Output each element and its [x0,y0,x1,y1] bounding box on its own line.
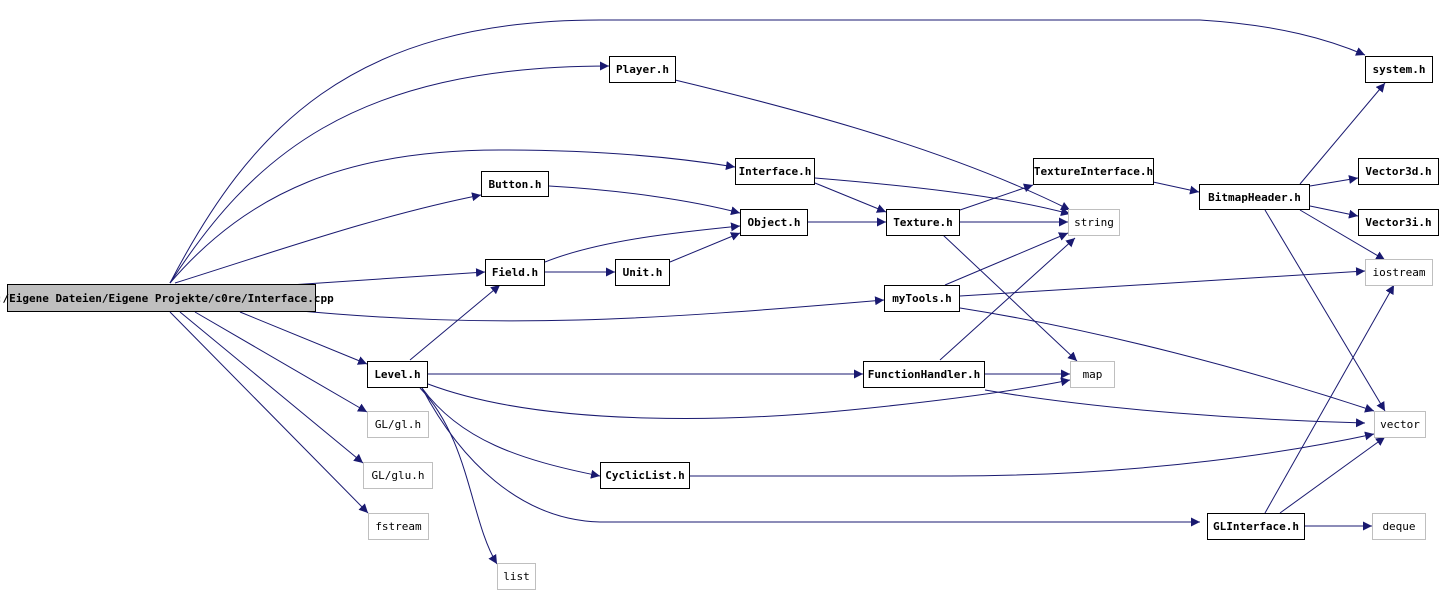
node-vector3i-h[interactable]: Vector3i.h [1358,209,1439,236]
edge-bitmapheader-system [1299,82,1386,185]
node-interface-cpp: E:/Eigene Dateien/Eigene Projekte/c0re/I… [0,284,334,312]
edge-level-field [409,284,501,361]
edge-glinterface-iostream [1264,284,1395,514]
node-texture-h[interactable]: Texture.h [886,209,960,236]
edge-mytools-vector [959,307,1375,413]
node-player-h[interactable]: Player.h [609,56,676,83]
edge-texture-map [942,234,1078,362]
edge-cycliclist-vector [690,431,1375,477]
node-mytools-h[interactable]: myTools.h [884,285,960,312]
edge-functionhandler-vector [984,389,1366,428]
edge-player-string [674,79,1071,211]
node-functionhandler-h[interactable]: FunctionHandler.h [863,361,985,388]
node-vector3d-h[interactable]: Vector3d.h [1358,158,1439,185]
node-gl-glu-h: GL/glu.h [363,462,433,489]
edge-interface-string [814,177,1071,216]
node-iostream: iostream [1365,259,1433,286]
edge-button-object [548,185,741,216]
edge-root-glu [179,311,364,464]
edge-texture-textureinterface [959,183,1034,211]
edge-bitmapheader-vector3i [1309,205,1359,219]
edge-root-field [289,268,486,286]
edge-root-system [169,19,1366,284]
edge-level-glinterface [421,387,1200,527]
edge-root-fstream [169,311,369,514]
node-cycliclist-h[interactable]: CyclicList.h [600,462,690,489]
node-button-h[interactable]: Button.h [481,171,549,197]
node-map: map [1070,361,1115,388]
node-level-h[interactable]: Level.h [367,361,428,388]
node-field-h[interactable]: Field.h [485,259,545,286]
node-gl-gl-h: GL/gl.h [367,411,429,438]
node-bitmapheader-h[interactable]: BitmapHeader.h [1199,184,1310,210]
node-list: list [497,563,536,590]
edge-root-button [174,192,482,284]
node-vector: vector [1374,411,1426,438]
edge-root-player [169,61,610,284]
edge-field-object [544,222,741,263]
node-textureinterface-h[interactable]: TextureInterface.h [1033,158,1154,185]
node-interface-h[interactable]: Interface.h [735,158,815,185]
node-system-h[interactable]: system.h [1365,56,1433,83]
edge-level-cycliclist [421,387,601,479]
node-fstream: fstream [368,513,429,540]
edge-bitmapheader-vector3d [1309,175,1359,187]
edge-root-interface [169,149,736,284]
edge-mytools-string [944,232,1069,286]
node-deque: deque [1372,513,1426,540]
edge-textureinterface-bitmapheader [1152,181,1200,195]
edge-unit-object [669,232,741,263]
edge-bitmapheader-iostream [1299,209,1386,261]
edge-root-gl [194,311,368,413]
edge-bitmapheader-vector [1264,209,1386,412]
edge-mytools-iostream [959,267,1366,297]
edge-root-mytools [289,296,885,322]
node-object-h[interactable]: Object.h [740,209,808,236]
node-glinterface-h[interactable]: GLInterface.h [1207,513,1305,540]
edge-root-level [239,311,368,365]
node-unit-h[interactable]: Unit.h [615,259,670,286]
edge-level-list [419,387,498,565]
edge-interface-texture [814,182,887,213]
edge-functionhandler-string [939,237,1076,361]
edge-glinterface-vector [1279,436,1386,514]
node-string: string [1068,209,1120,236]
edge-level-map [427,377,1071,419]
